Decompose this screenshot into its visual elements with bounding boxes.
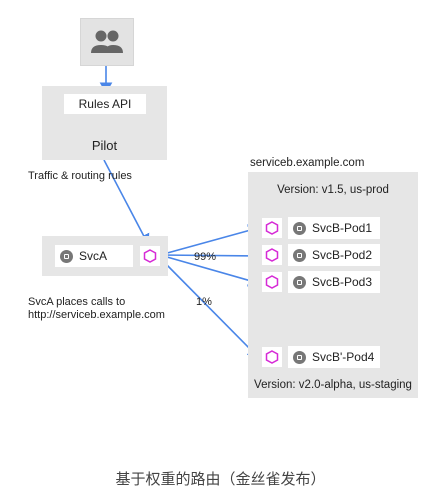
proxy-hexagon-icon [262, 245, 282, 265]
pod-label: SvcB-Pod1 [312, 221, 373, 235]
people-icon [91, 30, 123, 53]
gear-icon [293, 350, 306, 364]
version-prod-label: Version: v1.5, us-prod [277, 184, 389, 196]
pod-4: SvcB'-Pod4 [288, 346, 380, 368]
percent-prod-label: 99% [194, 251, 217, 263]
svca-proxy-hexagon-icon [140, 246, 160, 266]
host-label: serviceb.example.com [250, 157, 365, 169]
percent-staging-label: 1% [196, 296, 212, 308]
arrow-pilot-to-proxy [103, 159, 150, 246]
hexagon-icon [265, 248, 279, 262]
gear-icon [60, 249, 73, 263]
version-staging-label: Version: v2.0-alpha, us-staging [254, 379, 412, 391]
svca-node: SvcA [55, 245, 133, 267]
proxy-hexagon-icon [262, 272, 282, 292]
svca-calls-label: SvcA places calls to http://serviceb.exa… [28, 296, 165, 321]
pod-label: SvcB-Pod3 [312, 275, 373, 289]
gear-icon [293, 248, 306, 262]
hexagon-icon [265, 350, 279, 364]
hexagon-icon [265, 275, 279, 289]
pod-label: SvcB'-Pod4 [312, 350, 375, 364]
gear-icon [293, 221, 306, 235]
proxy-hexagon-icon [262, 347, 282, 367]
gear-icon [293, 275, 306, 289]
pod-2: SvcB-Pod2 [288, 244, 380, 266]
pod-3: SvcB-Pod3 [288, 271, 380, 293]
arrow-to-pod2 [159, 249, 260, 263]
svca-label: SvcA [79, 249, 108, 263]
proxy-hexagon-icon [262, 218, 282, 238]
figure-caption: 基于权重的路由（金丝雀发布） [115, 471, 326, 488]
hexagon-icon [265, 221, 279, 235]
pilot-label: Pilot [91, 138, 118, 153]
pod-1: SvcB-Pod1 [288, 217, 380, 239]
pod-label: SvcB-Pod2 [312, 248, 373, 262]
arrow-to-pod1 [159, 224, 260, 256]
arrow-to-pod4 [159, 257, 260, 359]
hexagon-icon [143, 249, 157, 263]
rules-api-label: Rules API [64, 94, 146, 114]
traffic-routing-label: Traffic & routing rules [28, 170, 132, 182]
user-box [80, 18, 134, 66]
arrow-to-pod3 [159, 254, 260, 287]
